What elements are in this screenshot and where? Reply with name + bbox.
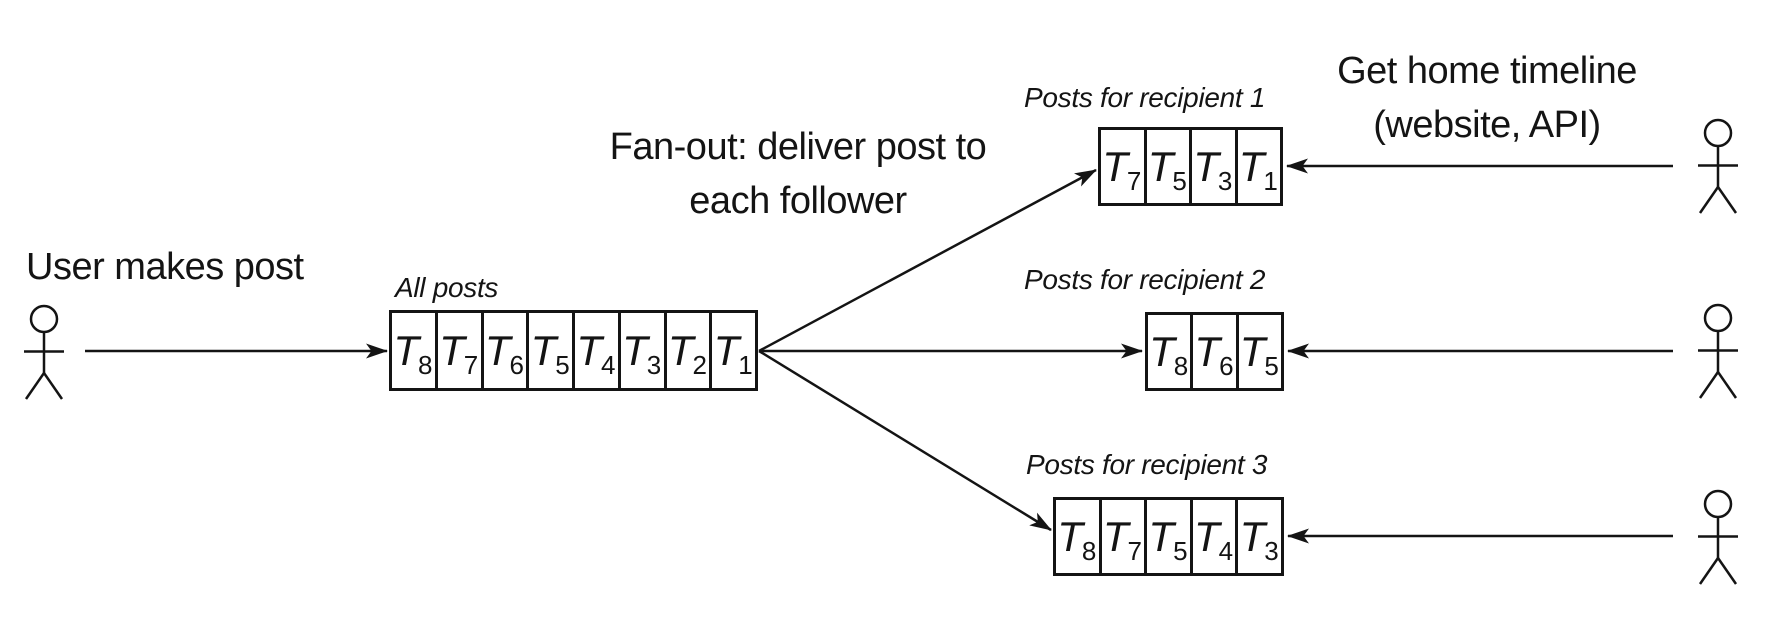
cell-subscript: 3	[1264, 535, 1279, 566]
cell-label: T	[1193, 142, 1219, 190]
recipient2-queue: T8 T6 T5	[1145, 312, 1284, 391]
recipient1-label: Posts for recipient 1	[1024, 82, 1266, 113]
stick-figure-recipient-3	[1698, 489, 1738, 585]
cell-label: T	[1239, 327, 1266, 375]
get-home-timeline-line2: (website, API)	[1373, 104, 1601, 146]
cell-label: T	[1149, 327, 1175, 375]
queue-cell: T4	[1193, 500, 1239, 573]
cell-label: T	[1102, 142, 1128, 190]
cell-label: T	[1057, 512, 1083, 560]
cell-subscript: 5	[555, 349, 570, 380]
cell-subscript: 1	[1263, 165, 1278, 196]
cell-label: T	[1194, 512, 1220, 560]
cell-subscript: 7	[1127, 535, 1142, 566]
stick-figure-poster	[24, 304, 64, 400]
recipient2-label: Posts for recipient 2	[1024, 264, 1266, 295]
cell-subscript: 7	[1126, 165, 1142, 196]
queue-cell: T3	[621, 313, 667, 388]
cell-label: T	[439, 326, 465, 374]
cell-subscript: 3	[1217, 165, 1233, 196]
cell-label: T	[484, 326, 511, 374]
get-home-timeline-line1: Get home timeline	[1337, 50, 1637, 92]
queue-cell: T1	[712, 313, 755, 388]
cell-subscript: 3	[646, 349, 662, 380]
cell-label: T	[1147, 142, 1174, 190]
cell-subscript: 4	[1218, 535, 1234, 566]
cell-label: T	[576, 326, 602, 374]
cell-label: T	[1102, 512, 1129, 560]
cell-subscript: 8	[1173, 350, 1189, 381]
queue-cell: T5	[1239, 315, 1281, 388]
queue-cell: T1	[1238, 130, 1281, 203]
queue-cell: T7	[438, 313, 484, 388]
queue-cell: T4	[575, 313, 621, 388]
cell-label: T	[1239, 512, 1266, 560]
queue-cell: T7	[1101, 130, 1147, 203]
cell-subscript: 8	[1081, 535, 1097, 566]
arrow-fanout-to-recipient1	[758, 168, 1097, 353]
queue-cell: T8	[1056, 500, 1102, 573]
cell-subscript: 4	[600, 349, 616, 380]
all-posts-label: All posts	[395, 272, 499, 303]
cell-label: T	[667, 326, 694, 374]
queue-cell: T8	[392, 313, 438, 388]
user-makes-post-label: User makes post	[26, 246, 304, 288]
recipient1-queue: T7 T5 T3 T1	[1098, 127, 1283, 206]
fan-out-label-line1: Fan-out: deliver post to	[609, 126, 987, 168]
cell-subscript: 8	[417, 349, 433, 380]
cell-label: T	[622, 326, 648, 374]
cell-subscript: 2	[692, 349, 707, 380]
stick-figure-recipient-2	[1698, 303, 1738, 399]
stick-figure-recipient-1	[1698, 118, 1738, 214]
queue-cell: T8	[1148, 315, 1194, 388]
cell-subscript: 5	[1173, 535, 1188, 566]
all-posts-queue: T8 T7 T6 T5 T4 T3 T2 T1	[389, 310, 758, 391]
queue-cell: T7	[1102, 500, 1148, 573]
cell-label: T	[530, 326, 557, 374]
recipient3-queue: T8 T7 T5 T4 T3	[1053, 497, 1284, 576]
cell-label: T	[1194, 327, 1221, 375]
queue-cell: T6	[484, 313, 530, 388]
cell-label: T	[393, 326, 419, 374]
recipient3-label: Posts for recipient 3	[1026, 449, 1268, 480]
cell-subscript: 5	[1172, 165, 1187, 196]
fan-out-label: Fan-out: deliver post to each follower	[558, 120, 1038, 228]
cell-subscript: 6	[509, 349, 524, 380]
queue-cell: T5	[529, 313, 575, 388]
cell-label: T	[713, 326, 740, 374]
queue-cell: T5	[1147, 500, 1193, 573]
cell-label: T	[1148, 512, 1175, 560]
get-home-timeline-label: Get home timeline (website, API)	[1299, 44, 1675, 152]
cell-subscript: 1	[738, 349, 753, 380]
queue-cell: T3	[1192, 130, 1238, 203]
cell-subscript: 5	[1264, 350, 1279, 381]
fan-out-label-line2: each follower	[689, 180, 907, 222]
cell-subscript: 6	[1219, 350, 1234, 381]
queue-cell: T6	[1193, 315, 1239, 388]
queue-cell: T5	[1147, 130, 1192, 203]
queue-cell: T3	[1238, 500, 1281, 573]
arrow-fanout-to-recipient3	[758, 349, 1052, 532]
queue-cell: T2	[667, 313, 713, 388]
cell-subscript: 7	[463, 349, 479, 380]
cell-label: T	[1238, 142, 1265, 190]
